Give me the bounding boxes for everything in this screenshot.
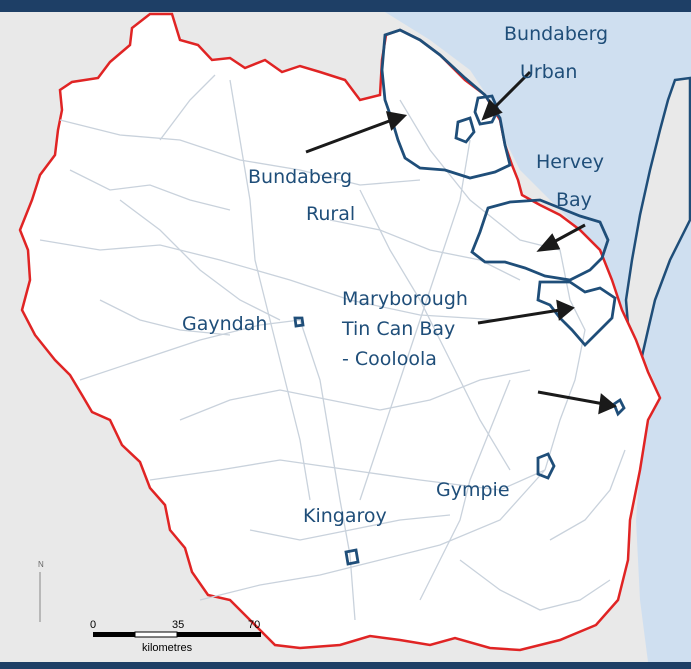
scale-bar: 0 35 70 kilometres xyxy=(90,619,261,654)
label-maryborough: Maryborough xyxy=(342,288,468,310)
label-kingaroy: Kingaroy xyxy=(303,505,387,527)
bundaberg-urban-outline-2 xyxy=(454,116,476,144)
callout-arrows xyxy=(305,70,617,415)
road-network xyxy=(39,74,626,621)
top-frame-bar xyxy=(0,0,691,12)
label-tin-can-bay-1: Tin Can Bay xyxy=(341,318,455,340)
tin-can-bay-outline xyxy=(612,397,626,417)
kingaroy-outline xyxy=(344,548,360,566)
gayndah-outline xyxy=(293,316,305,328)
scale-tick-35: 35 xyxy=(172,619,184,631)
scale-unit: kilometres xyxy=(142,642,193,654)
label-tin-can-bay-2: - Cooloola xyxy=(342,348,437,370)
label-bundaberg-urban-1: Bundaberg xyxy=(504,23,608,45)
maryborough-outline xyxy=(536,280,617,348)
scale-tick-70: 70 xyxy=(248,619,260,631)
bundaberg-urban-outline xyxy=(473,94,500,126)
gympie-outline xyxy=(536,452,556,480)
north-arrow: N xyxy=(38,560,44,622)
urban-areas xyxy=(293,28,626,566)
scale-tick-0: 0 xyxy=(90,619,96,631)
label-hervey-bay-1: Hervey xyxy=(536,151,604,173)
bottom-frame-bar xyxy=(0,662,691,669)
label-bundaberg-rural-2: Rural xyxy=(306,203,355,225)
svg-text:N: N xyxy=(38,560,44,569)
label-gympie: Gympie xyxy=(436,479,510,501)
label-bundaberg-rural-1: Bundaberg xyxy=(248,166,352,188)
label-hervey-bay-2: Bay xyxy=(556,189,592,211)
label-bundaberg-urban-2: Urban xyxy=(520,61,577,83)
label-gayndah: Gayndah xyxy=(182,313,267,335)
sea xyxy=(385,12,691,662)
hervey-bay-outline xyxy=(470,198,610,282)
